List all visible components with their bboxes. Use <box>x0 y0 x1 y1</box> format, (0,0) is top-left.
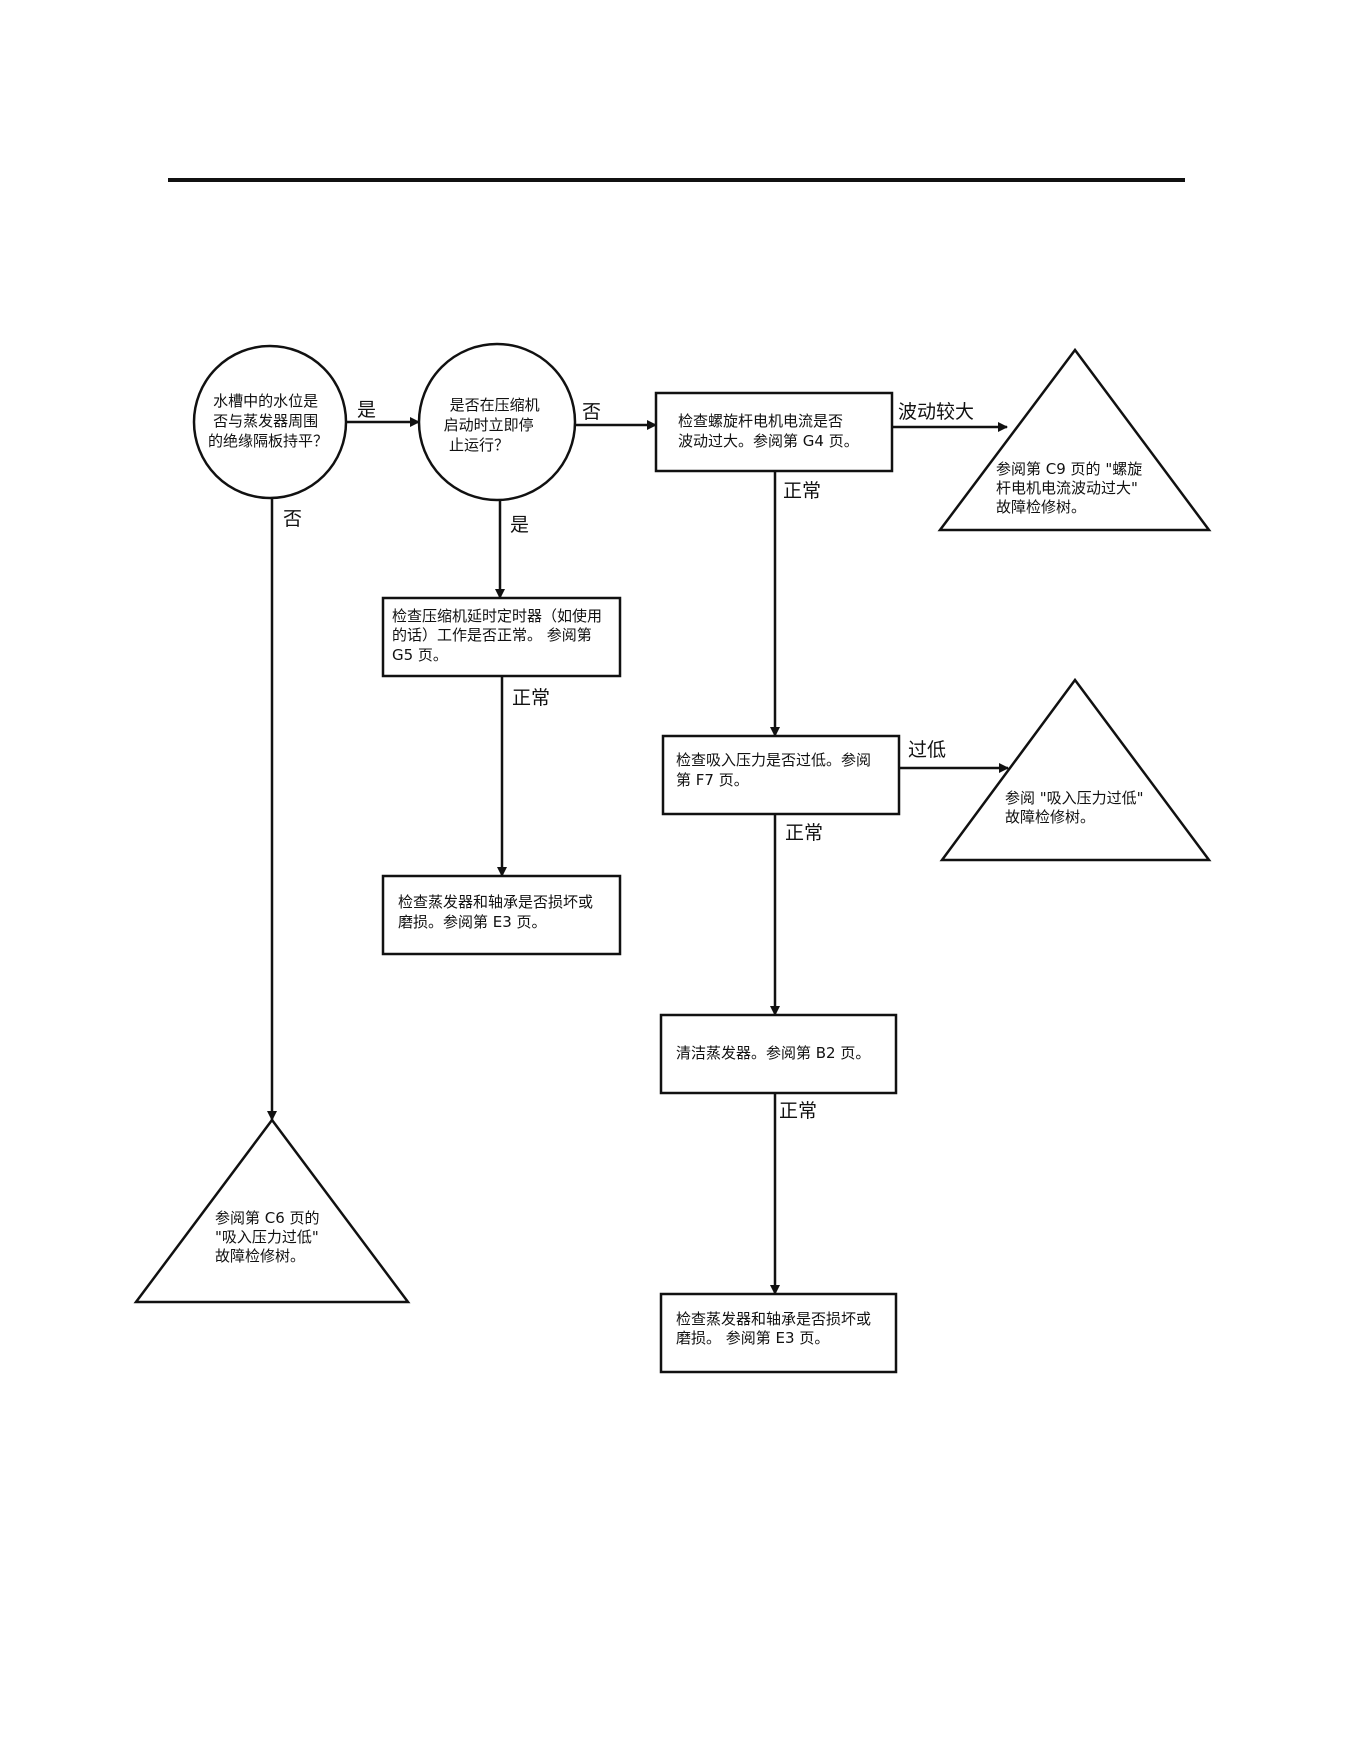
edge-label-yes-2: 是 <box>510 514 529 536</box>
node-text-line: 否与蒸发器周围 <box>213 412 318 430</box>
node-text-line: 故障检修树。 <box>1005 808 1095 826</box>
node-text-line: 启动时立即停 <box>444 416 534 434</box>
edge-label-no-2: 否 <box>283 508 302 530</box>
node-text-line: 是否在压缩机 <box>450 396 540 414</box>
node-text-line: 的绝缘隔板持平？ <box>208 432 328 450</box>
node-text-line: 清洁蒸发器。参阅第 B2 页。 <box>676 1044 870 1062</box>
node-text-line: 检查压缩机延时定时器（如使用 <box>392 607 602 625</box>
triangle-ref-c6 <box>133 1117 411 1304</box>
node-text-line: 故障检修树。 <box>996 498 1086 516</box>
edge-label-normal-1: 正常 <box>783 480 821 502</box>
node-text-line: "吸入压力过低" <box>215 1228 319 1246</box>
node-text-line: 磨损。参阅第 E3 页。 <box>398 913 547 931</box>
node-text-line: 的话）工作是否正常。 参阅第 <box>392 626 592 644</box>
node-text-line: 止运行？ <box>449 436 509 454</box>
node-text-water-level: 水槽中的水位是 否与蒸发器周围 的绝缘隔板持平？ <box>208 392 328 450</box>
edge-label-no-1: 否 <box>582 401 601 423</box>
triangle-ref-low-suction <box>939 677 1212 862</box>
node-text-line: 第 F7 页。 <box>676 771 749 789</box>
edge-label-yes-1: 是 <box>357 399 376 421</box>
node-text-ref-low-suction: 参阅 "吸入压力过低" 故障检修树。 <box>1005 789 1148 826</box>
node-text-delay-timer: 检查压缩机延时定时器（如使用 的话）工作是否正常。 参阅第 G5 页。 <box>392 607 607 664</box>
edge-label-normal-2: 正常 <box>512 687 550 709</box>
node-text-line: 参阅第 C9 页的 "螺旋 <box>996 460 1142 478</box>
node-text-line: 波动过大。参阅第 G4 页。 <box>678 432 859 450</box>
edge-label-normal-4: 正常 <box>779 1100 817 1122</box>
triangle-ref-c9 <box>937 347 1212 532</box>
node-text-compressor-stop: 是否在压缩机 启动时立即停 止运行？ <box>444 396 545 454</box>
node-text-line: 检查蒸发器和轴承是否损坏或 <box>676 1310 871 1328</box>
node-text-ref-c6: 参阅第 C6 页的 "吸入压力过低" 故障检修树。 <box>215 1209 324 1265</box>
node-text-screw-motor-current: 检查螺旋杆电机电流是否 波动过大。参阅第 G4 页。 <box>678 412 859 450</box>
node-text-clean-evaporator: 清洁蒸发器。参阅第 B2 页。 <box>676 1044 870 1062</box>
box-check-evaporator-bearing-left <box>381 874 622 956</box>
edge-label-too-low: 过低 <box>908 739 946 761</box>
node-text-evaporator-bearing-right: 检查蒸发器和轴承是否损坏或 磨损。 参阅第 E3 页。 <box>676 1310 876 1347</box>
node-text-suction-pressure: 检查吸入压力是否过低。参阅 第 F7 页。 <box>676 751 876 789</box>
node-text-line: 检查螺旋杆电机电流是否 <box>678 412 843 430</box>
node-text-line: 磨损。 参阅第 E3 页。 <box>676 1329 829 1347</box>
node-text-line: 杆电机电流波动过大" <box>996 479 1138 497</box>
box-check-suction-pressure <box>661 734 901 816</box>
node-text-line: 参阅 "吸入压力过低" <box>1005 789 1144 807</box>
node-text-evaporator-bearing-left: 检查蒸发器和轴承是否损坏或 磨损。参阅第 E3 页。 <box>398 893 598 931</box>
node-text-ref-c9: 参阅第 C9 页的 "螺旋 杆电机电流波动过大" 故障检修树。 <box>996 460 1147 516</box>
edge-label-large-fluctuation: 波动较大 <box>898 401 974 423</box>
node-text-line: 水槽中的水位是 <box>213 392 318 410</box>
node-text-line: 检查蒸发器和轴承是否损坏或 <box>398 893 593 911</box>
node-text-line: 故障检修树。 <box>215 1247 305 1265</box>
node-text-line: 检查吸入压力是否过低。参阅 <box>676 751 871 769</box>
box-check-evaporator-bearing-right <box>659 1292 898 1374</box>
node-text-line: G5 页。 <box>392 646 448 664</box>
node-text-line: 参阅第 C6 页的 <box>215 1209 320 1227</box>
edge-label-normal-3: 正常 <box>785 822 823 844</box>
